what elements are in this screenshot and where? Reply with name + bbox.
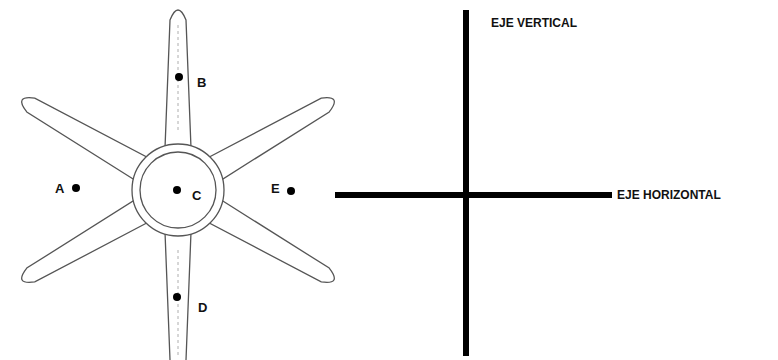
point-label: E <box>271 182 280 195</box>
axis-label: EJE HORIZONTAL <box>617 189 721 201</box>
axis-label: EJE VERTICAL <box>491 17 577 29</box>
point-label: B <box>197 76 206 89</box>
point-label: C <box>192 189 201 202</box>
fan-blades <box>16 10 341 360</box>
axes <box>335 10 612 356</box>
point-label: A <box>55 182 64 195</box>
point-dots <box>72 73 295 301</box>
point-label: D <box>198 301 207 314</box>
